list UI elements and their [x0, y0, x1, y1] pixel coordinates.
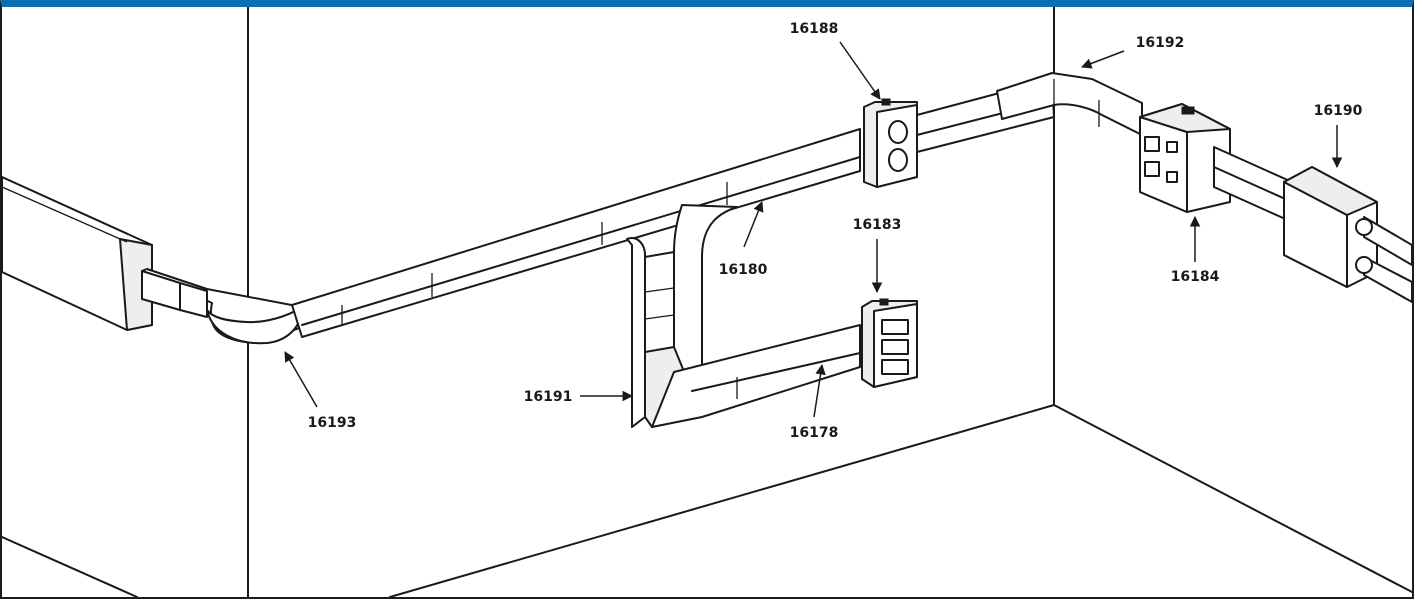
callout-16190: 16190: [1314, 103, 1363, 119]
back-wall-floor-line: [389, 404, 1055, 597]
callout-16193: 16193: [308, 415, 357, 431]
corner-elbow-16193: [141, 268, 303, 345]
left-raceway-run: [2, 176, 153, 331]
raceway-installation-diagram: 16188 16192 16190 16183 16180 16184 1619…: [2, 7, 1412, 597]
left-wall-floor-line: [2, 536, 138, 597]
arrow-16180: [743, 201, 764, 248]
outlet-box-16184: [1139, 103, 1231, 213]
receptacle-box-16183: [861, 298, 918, 388]
callout-16178: 16178: [790, 425, 839, 441]
callout-16188: 16188: [790, 21, 839, 37]
callout-16183: 16183: [853, 217, 902, 233]
right-wall-floor-line: [1053, 404, 1412, 593]
receptacle-box-16188: [863, 98, 918, 188]
callout-arrows: [284, 41, 1343, 418]
tee-drop-16191: [626, 204, 738, 428]
callout-labels: 16188 16192 16190 16183 16180 16184 1619…: [308, 21, 1363, 441]
arrow-16192: [1081, 50, 1125, 69]
right-raceway: [1213, 146, 1293, 223]
callout-16191: 16191: [524, 389, 573, 405]
main-raceway-run: [291, 128, 861, 338]
callout-16184: 16184: [1171, 269, 1220, 285]
lower-raceway-16178: [651, 324, 861, 428]
callout-16180: 16180: [719, 262, 768, 278]
corner-fitting-16192: [996, 72, 1143, 136]
callout-16192: 16192: [1136, 35, 1185, 51]
arrow-16188: [839, 41, 881, 100]
arrow-16178: [813, 363, 826, 418]
arrow-16193: [284, 351, 318, 408]
entrance-fitting-16190: [1283, 166, 1412, 303]
